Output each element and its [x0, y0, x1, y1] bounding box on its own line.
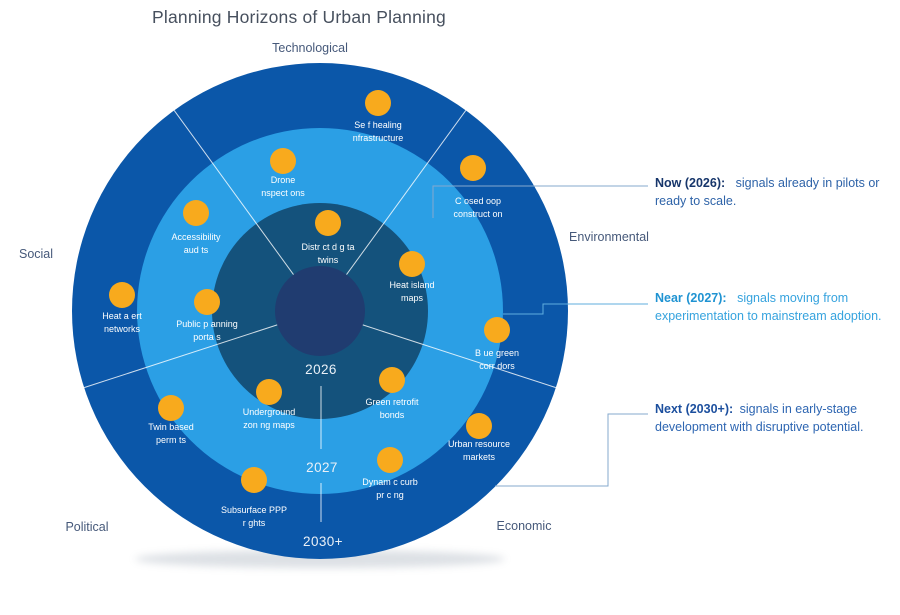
- signal-dot: [256, 379, 282, 405]
- signal-label-line1: Dynam c curb: [362, 477, 418, 487]
- legend-label: Now (2026):: [655, 176, 726, 190]
- signal-dot: [484, 317, 510, 343]
- legend-label: Near (2027):: [655, 291, 727, 305]
- signal-dot: [365, 90, 391, 116]
- sector-label-social: Social: [18, 247, 54, 261]
- signal-label-line1: Distr ct d g ta: [301, 242, 355, 252]
- signal-dot: [460, 155, 486, 181]
- signal-dot: [241, 467, 267, 493]
- signal-label-line2: markets: [462, 451, 495, 462]
- divider-social-political: [83, 324, 278, 389]
- signal-label-line2: bonds: [379, 409, 405, 420]
- signal-label-line1: Public p anning: [176, 319, 238, 329]
- sector-label-political: Political: [65, 520, 109, 534]
- signal-dot: [109, 282, 135, 308]
- legend-line1: Next (2030+): signals in early-stage: [655, 400, 863, 418]
- legend-item-next: Next (2030+): signals in early-stage dev…: [655, 400, 863, 436]
- signal-dot: [379, 367, 405, 393]
- connector-now: [432, 185, 648, 218]
- legend-text: signals in early-stage: [739, 402, 858, 416]
- signal-label-line1: Subsurface PPP: [220, 505, 288, 515]
- signal-label-line1: Twin based: [148, 422, 194, 432]
- connector-next: [495, 413, 648, 487]
- ring-label-2026: 2026: [305, 362, 337, 377]
- signal-dot: [315, 210, 341, 236]
- legend-item-near: Near (2027): signals moving from experim…: [655, 289, 882, 325]
- signal-label-line2: nspect ons: [261, 187, 305, 198]
- signal-label-line2: zon ng maps: [243, 419, 295, 430]
- signal-label-line1: C osed oop: [454, 196, 502, 206]
- signal-dot: [466, 413, 492, 439]
- signal-dot: [270, 148, 296, 174]
- signal-label-line2: networks: [103, 323, 140, 334]
- sector-dividers: [83, 110, 557, 522]
- signal-label-line2: porta s: [193, 331, 221, 342]
- signal-label-line1: Drone: [270, 175, 296, 185]
- legend-line2: experimentation to mainstream adoption.: [655, 309, 882, 323]
- sector-label-economic: Economic: [496, 519, 552, 533]
- signal-label-line1: Green retrofit: [365, 397, 419, 407]
- sector-label-technological: Technological: [272, 41, 348, 55]
- signal-dot: [399, 251, 425, 277]
- divider-environmental-economic: [362, 324, 557, 389]
- legend-line2: development with disruptive potential.: [655, 420, 864, 434]
- legend-text: signals moving from: [737, 291, 849, 305]
- legend-connectors: [432, 185, 648, 487]
- legend-line1: Near (2027): signals moving from: [655, 289, 882, 307]
- signal-label-line2: aud ts: [183, 244, 209, 255]
- signal-label-line2: twins: [317, 254, 339, 265]
- signal-label-line1: Heat a ert: [102, 311, 142, 321]
- signal-label-line2: corr dors: [479, 360, 515, 371]
- signal-label-line1: B ue green: [474, 348, 520, 358]
- divider-social-tech: [173, 110, 294, 275]
- signal-label-line2: maps: [400, 292, 423, 303]
- signal-dot: [183, 200, 209, 226]
- signal-label-line2: pr c ng: [376, 489, 404, 500]
- signal-label-line1: Se f healing: [354, 120, 402, 130]
- divider-tech-environmental: [346, 110, 467, 275]
- legend-label: Next (2030+):: [655, 402, 734, 416]
- signal-label-line1: Heat island: [389, 280, 435, 290]
- legend-line2: ready to scale.: [655, 194, 737, 208]
- page-title: Planning Horizons of Urban Planning: [152, 7, 446, 27]
- ring-label-2027: 2027: [306, 460, 338, 475]
- signal-label-line1: Urban resource: [447, 439, 511, 449]
- signal-dot: [194, 289, 220, 315]
- signal-dot: [377, 447, 403, 473]
- signal-label-line1: Accessibility: [171, 232, 221, 242]
- legend-text: signals already in pilots or: [735, 176, 880, 190]
- legend-line1: Now (2026): signals already in pilots or: [655, 174, 879, 192]
- signal-label-line2: r ghts: [242, 517, 266, 528]
- signal-label-line2: nfrastructure: [352, 132, 404, 143]
- ring-label-2030: 2030+: [303, 534, 343, 549]
- signal-dot: [158, 395, 184, 421]
- legend-item-now: Now (2026): signals already in pilots or…: [655, 174, 879, 210]
- signal-label-line1: Underground: [242, 407, 296, 417]
- connector-near: [503, 303, 648, 315]
- sector-label-environmental: Environmental: [569, 230, 649, 244]
- signal-label-line2: construct on: [453, 208, 503, 219]
- core-circle: [275, 266, 365, 356]
- signal-label-line2: perm ts: [155, 434, 186, 445]
